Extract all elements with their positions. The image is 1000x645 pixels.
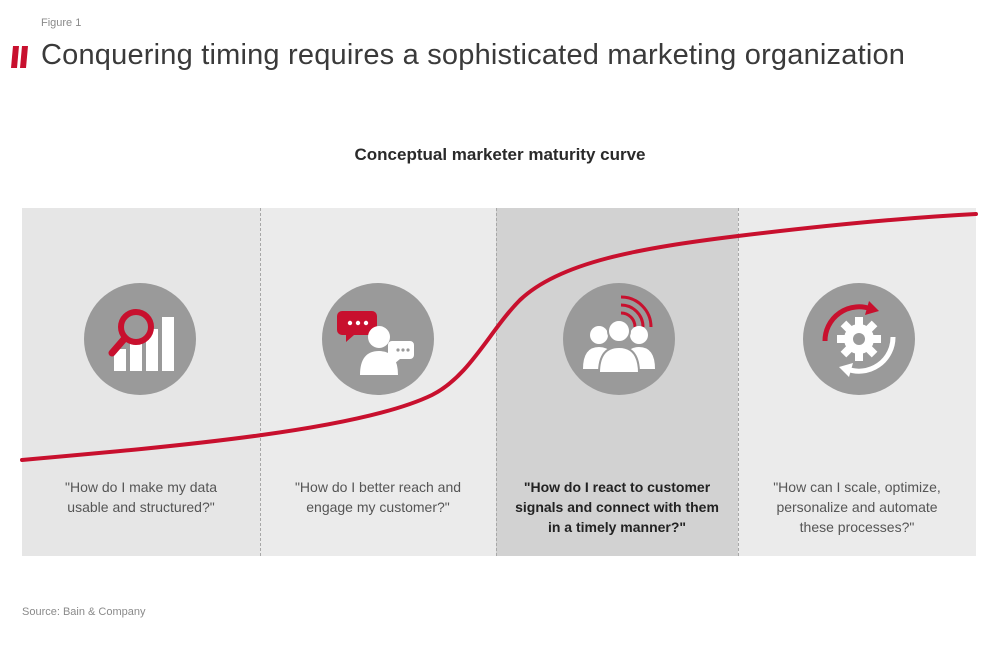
caption-line: "How do I make my data — [64, 479, 218, 495]
caption-line: "How can I scale, optimize, — [773, 479, 941, 495]
stage-divider — [738, 208, 739, 556]
page-title: Conquering timing requires a sophisticat… — [41, 39, 906, 71]
gear-cycle-icon — [822, 301, 896, 377]
stage-divider — [496, 208, 497, 556]
caption-line: personalize and automate — [776, 499, 938, 515]
caption-line: in a timely manner?" — [547, 519, 687, 535]
caption-line: engage my customer?" — [306, 499, 450, 515]
stage-1-caption: "How do I make my data usable and struct… — [31, 477, 251, 517]
stage-4-icon-circle — [803, 283, 915, 395]
caption-line: these processes?" — [799, 519, 915, 535]
caption-line: "How do I better reach and — [294, 479, 462, 495]
magnifier-bar-chart-icon — [108, 309, 174, 371]
brand-mark-icon — [11, 46, 28, 68]
stage-3-icon-circle — [563, 283, 675, 395]
caption-line: usable and structured?" — [67, 499, 215, 515]
caption-line: "How do I react to customer — [523, 479, 711, 495]
figure-label: Figure 1 — [41, 17, 82, 29]
caption-line: signals and connect with them — [515, 499, 719, 515]
stage-1-icon-circle — [84, 283, 196, 395]
stage-divider — [260, 208, 261, 556]
people-signal-icon — [583, 295, 655, 374]
stage-2-icon-circle — [322, 283, 434, 395]
stage-3-caption: "How do I react to customer signals and … — [507, 477, 727, 537]
chat-person-icon — [337, 311, 414, 375]
stage-2-caption: "How do I better reach and engage my cus… — [268, 477, 488, 517]
source-note: Source: Bain & Company — [22, 606, 146, 618]
diagram-subtitle: Conceptual marketer maturity curve — [354, 145, 646, 164]
stage-4-caption: "How can I scale, optimize, personalize … — [747, 477, 967, 537]
